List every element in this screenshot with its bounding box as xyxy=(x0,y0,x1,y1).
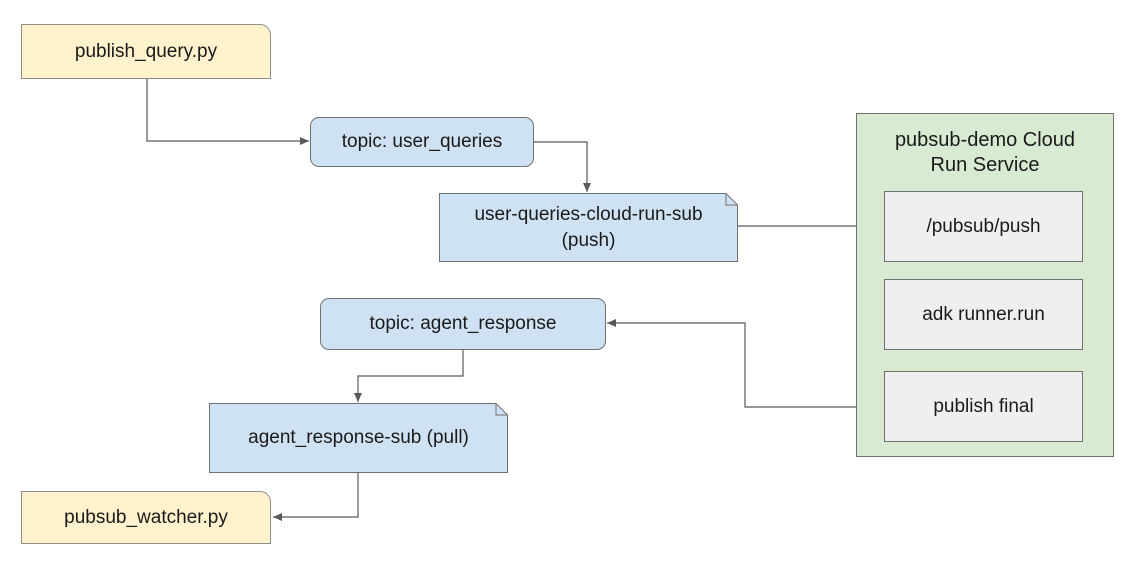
pull-subscription-label: agent_response-sub (pull) xyxy=(248,427,469,448)
service-title-line2: Run Service xyxy=(930,154,1040,176)
topic-agent-response-node: topic: agent_response xyxy=(320,298,606,350)
arrow-user-queries-to-push-sub xyxy=(533,141,591,192)
pull-subscription-shape xyxy=(209,403,508,473)
step-publish-final-node: publish final xyxy=(884,371,1083,442)
topic-agent-response-label: topic: agent_response xyxy=(369,313,557,334)
pull-subscription-node: agent_response-sub (pull) xyxy=(209,403,508,473)
arrow-publisher-to-user-queries xyxy=(146,79,309,145)
push-subscription-node: user-queries-cloud-run-sub (push) xyxy=(439,193,738,262)
arrow-agent-response-to-pull-sub xyxy=(354,349,464,402)
push-subscription-mode: (push) xyxy=(561,229,616,251)
watcher-script-label: pubsub_watcher.py xyxy=(64,506,228,528)
push-subscription-shape xyxy=(439,193,738,262)
step-adk-runner-node: adk runner.run xyxy=(884,279,1083,350)
push-subscription-name: user-queries-cloud-run-sub xyxy=(474,203,703,225)
publisher-script-label: publish_query.py xyxy=(74,40,218,62)
step-adk-runner-label: adk runner.run xyxy=(922,303,1045,325)
step-publish-final-label: publish final xyxy=(933,395,1034,417)
step-pubsub-push-label: /pubsub/push xyxy=(926,215,1041,237)
service-title-line1: pubsub-demo Cloud xyxy=(894,129,1076,151)
topic-user-queries-node: topic: user_queries xyxy=(310,117,534,167)
step-pubsub-push-node: /pubsub/push xyxy=(884,191,1083,262)
arrow-publish-to-agent-response xyxy=(607,319,885,408)
topic-user-queries-label: topic: user_queries xyxy=(341,131,503,152)
publisher-script-node: publish_query.py xyxy=(21,24,271,79)
arrow-pull-sub-to-watcher xyxy=(273,472,359,521)
watcher-script-node: pubsub_watcher.py xyxy=(21,491,271,544)
